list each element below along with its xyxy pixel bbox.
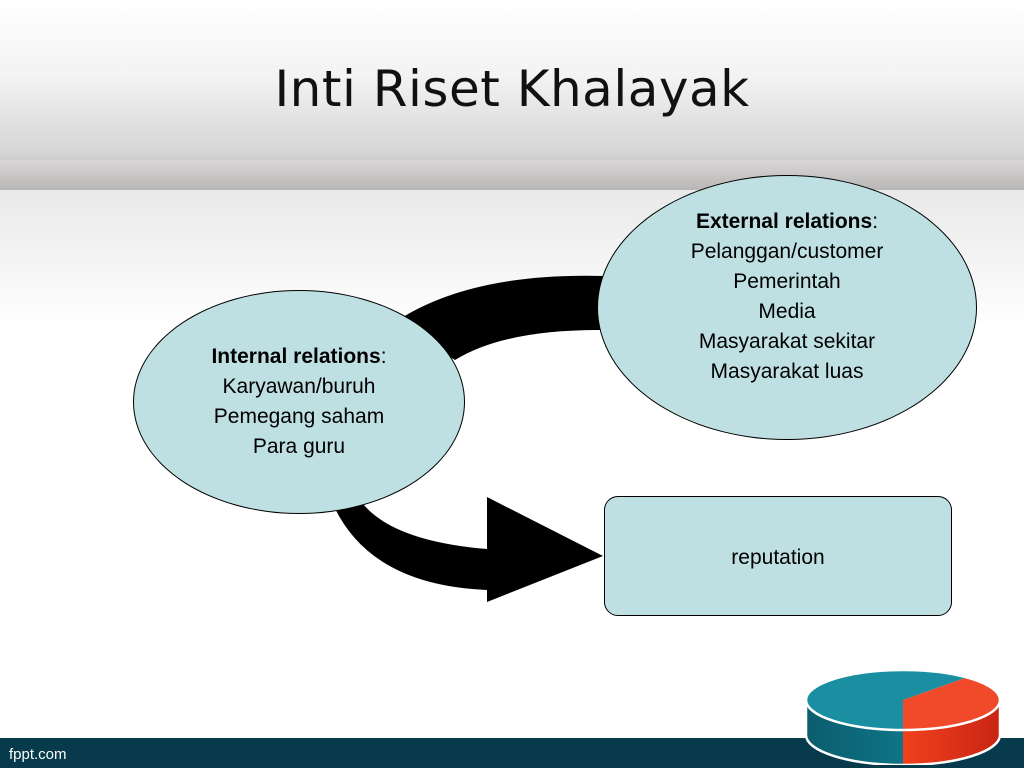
external-item: Pemerintah (733, 269, 841, 293)
external-item: Masyarakat sekitar (698, 329, 876, 353)
external-item: Media (758, 299, 816, 323)
header-background (0, 0, 1024, 190)
internal-item: Para guru (252, 435, 346, 458)
internal-relations-colon: : (380, 345, 387, 368)
internal-relations-node: Internal relations: Karyawan/buruh Pemeg… (133, 290, 465, 514)
internal-item: Karyawan/buruh (222, 375, 376, 398)
external-item: Masyarakat luas (710, 359, 864, 383)
arrow-internal-to-external (395, 275, 605, 360)
flow-arrows (332, 275, 605, 602)
arrow-to-reputation (332, 492, 603, 602)
external-relations-heading: External relations (695, 209, 873, 233)
external-relations-colon: : (872, 209, 879, 233)
reputation-node: reputation (604, 496, 952, 616)
pie-chart-logo-icon (804, 668, 1002, 765)
internal-item: Pemegang saham (213, 405, 385, 428)
footer-brand: fppt.com (9, 746, 67, 763)
external-item: Pelanggan/customer (690, 239, 884, 263)
internal-relations-heading: Internal relations (211, 345, 381, 368)
external-relations-node: External relations: Pelanggan/customer P… (597, 175, 977, 440)
slide-title: Inti Riset Khalayak (274, 60, 750, 118)
reputation-label: reputation (731, 546, 825, 569)
